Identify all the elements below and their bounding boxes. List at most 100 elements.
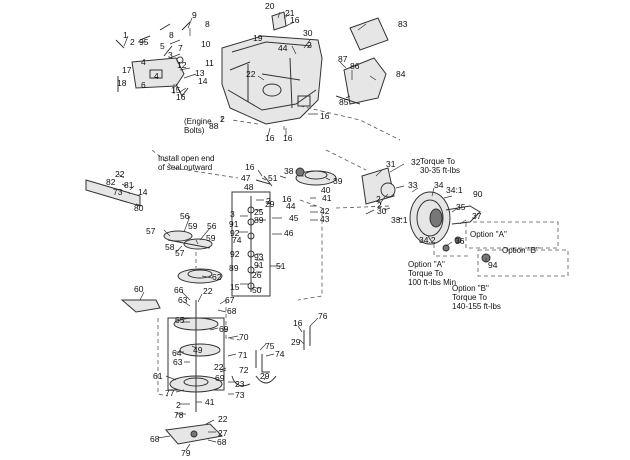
drive-wheel (409, 191, 481, 245)
callout-19: 19 (253, 33, 263, 43)
callout-16: 16 (283, 133, 293, 143)
seal-strip (85, 179, 141, 207)
spindle-stack (231, 175, 273, 297)
callout-58: 58 (165, 242, 175, 252)
callout-74: 74 (275, 349, 285, 359)
callout-2: 2 (377, 200, 382, 210)
callout-56: 56 (207, 221, 217, 231)
callout-16: 16 (293, 318, 303, 328)
callout-17: 17 (122, 65, 132, 75)
callout-84: 84 (396, 69, 406, 79)
callout-22: 22 (203, 286, 213, 296)
callout-63: 63 (173, 357, 183, 367)
callout-29: 29 (260, 371, 270, 381)
chassis-frame (221, 35, 323, 125)
callout-72: 72 (239, 365, 249, 375)
callout-73: 73 (235, 390, 245, 400)
callout-57: 57 (146, 226, 156, 236)
callout-61: 61 (153, 371, 163, 381)
callout-89: 89 (229, 263, 239, 273)
callout-41: 41 (205, 397, 215, 407)
callout-79: 79 (181, 448, 191, 458)
callout-91: 91 (229, 219, 239, 229)
callout-14: 14 (138, 187, 148, 197)
callout-95: 95 (139, 37, 149, 47)
idler-pulley (295, 167, 337, 186)
callout-74: 74 (232, 235, 242, 245)
callout-49: 49 (193, 345, 203, 355)
callout-31: 31 (386, 159, 396, 169)
callout-35: 35 (456, 202, 466, 212)
callout-16: 16 (290, 15, 300, 25)
callout-33: 33 (408, 180, 418, 190)
engine-bolts-note: (Engine Bolts) (184, 117, 212, 135)
callout-66: 66 (174, 285, 184, 295)
callout-7: 7 (178, 43, 183, 53)
callout-44: 44 (286, 201, 296, 211)
callout-94: 94 (488, 260, 498, 270)
callout-16: 16 (320, 111, 330, 121)
spring-parts (231, 326, 311, 387)
callout-85: 85 (339, 97, 349, 107)
callout-38: 38 (284, 166, 294, 176)
callout-45: 45 (289, 213, 299, 223)
callout-41: 41 (322, 193, 332, 203)
callout-48: 48 (244, 182, 254, 192)
callout-64: 64 (172, 348, 182, 358)
callout-59: 59 (206, 233, 216, 243)
callout-14: 14 (198, 76, 208, 86)
option-b-label: Option "B" (502, 246, 539, 255)
callout-39: 39 (333, 176, 343, 186)
callout-1: 1 (123, 30, 128, 40)
callout-3: 3 (230, 209, 235, 219)
callout-15: 15 (171, 85, 181, 95)
callout-8: 8 (205, 19, 210, 29)
callout-59: 59 (188, 221, 198, 231)
callout-23: 23 (235, 379, 245, 389)
deck-bracket (335, 17, 389, 105)
callout-69: 69 (219, 324, 229, 334)
callout-83: 83 (398, 19, 408, 29)
mount-plate (165, 423, 224, 445)
callout-16: 16 (245, 162, 255, 172)
callout-2: 2 (220, 114, 225, 124)
callout-2: 2 (307, 40, 312, 50)
callout-34:2: 34:2 (419, 235, 436, 245)
callout-29: 29 (265, 199, 275, 209)
callout-44: 44 (278, 43, 288, 53)
callout-65: 65 (175, 315, 185, 325)
callout-15: 15 (230, 282, 240, 292)
callout-75: 75 (265, 341, 275, 351)
option-a-torque-note: Option "A" Torque To 100 ft-lbs Min (408, 260, 457, 287)
callout-68: 68 (217, 437, 227, 447)
drive-belt (120, 299, 161, 313)
lower-spindle (167, 300, 225, 412)
callout-10: 10 (201, 39, 211, 49)
callout-82: 82 (106, 177, 116, 187)
callout-leaders (117, 11, 487, 451)
callout-22: 22 (246, 69, 256, 79)
callout-76: 76 (318, 311, 328, 321)
callout-78: 78 (174, 410, 184, 420)
bracket-assembly (115, 21, 191, 97)
wheel-motor (361, 167, 396, 205)
callout-50: 50 (252, 285, 262, 295)
callout-26: 26 (252, 270, 262, 280)
callout-80: 80 (134, 203, 144, 213)
callout-22: 22 (115, 169, 125, 179)
callout-22: 22 (218, 414, 228, 424)
torque-top-note: Torque To 30-35 ft-lbs (420, 157, 461, 175)
option-b-box (477, 249, 569, 277)
callout-88: 88 (209, 121, 219, 131)
dashed-leaders (151, 105, 470, 397)
callout-40: 40 (321, 185, 331, 195)
callout-2: 2 (266, 196, 271, 206)
callout-29: 29 (291, 337, 301, 347)
callout-25: 25 (254, 207, 264, 217)
callout-67: 67 (225, 295, 235, 305)
callout-36: 36 (455, 236, 465, 246)
callout-20: 20 (265, 1, 275, 11)
option-a-label: Option "A" (470, 230, 507, 239)
callout-8: 8 (169, 30, 174, 40)
